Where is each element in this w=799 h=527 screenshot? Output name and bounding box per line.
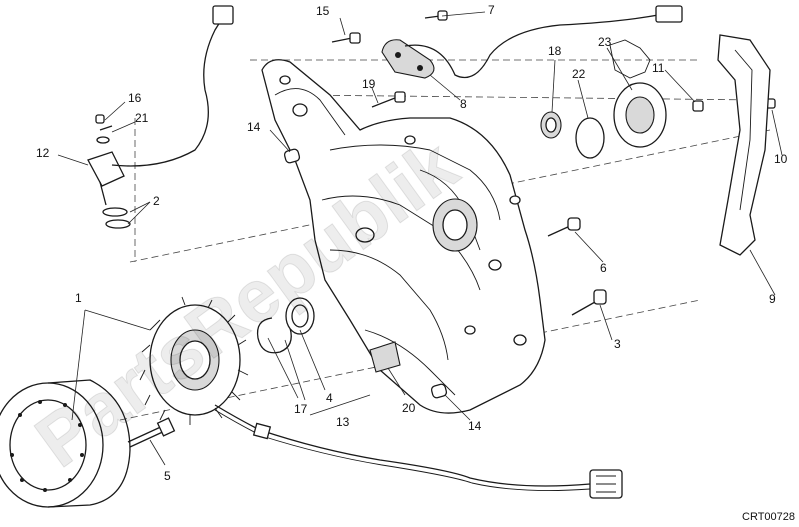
seal-oring-plate [540,39,667,159]
callout-17: 17 [294,402,308,416]
stator [139,296,249,425]
dowel-pins [283,148,448,399]
cover-plate [369,341,401,373]
callout-22: 22 [572,67,586,81]
protective-cover [717,34,771,256]
callout-5: 5 [164,469,171,483]
callout-7: 7 [488,3,495,17]
stator-wiring-harness [214,404,623,499]
callout-20: 20 [402,401,416,415]
callout-19: 19 [362,77,376,91]
engine-side-cover [261,59,546,414]
callout-14-upper: 14 [247,120,261,134]
leader-lines [57,11,783,466]
callout-14-lower: 14 [468,419,482,433]
callout-10: 10 [774,152,788,166]
callout-4: 4 [326,391,333,405]
callout-16: 16 [128,91,142,105]
circlip-bearing-group [256,297,315,354]
callout-labels: 1 2 3 4 5 6 7 8 9 10 11 12 13 14 14 15 1… [36,3,788,483]
callout-21: 21 [135,111,149,125]
stator-bolt [127,417,176,448]
callout-23: 23 [598,35,612,49]
callout-11: 11 [652,61,665,75]
callout-15: 15 [316,4,330,18]
callout-1: 1 [75,291,82,305]
callout-3: 3 [614,337,621,351]
speed-sensor-assembly [381,5,683,79]
callout-2: 2 [153,194,160,208]
callout-6: 6 [600,261,607,275]
flywheel-rotor [0,379,131,508]
diagram-code: CRT00728 [742,511,795,523]
callout-13: 13 [336,415,350,429]
callout-9: 9 [769,292,776,306]
callout-8: 8 [460,97,467,111]
pickup-sensor [87,5,234,229]
assembly-axis-lines [119,59,771,421]
callout-18: 18 [548,44,562,58]
callout-12: 12 [36,146,50,160]
